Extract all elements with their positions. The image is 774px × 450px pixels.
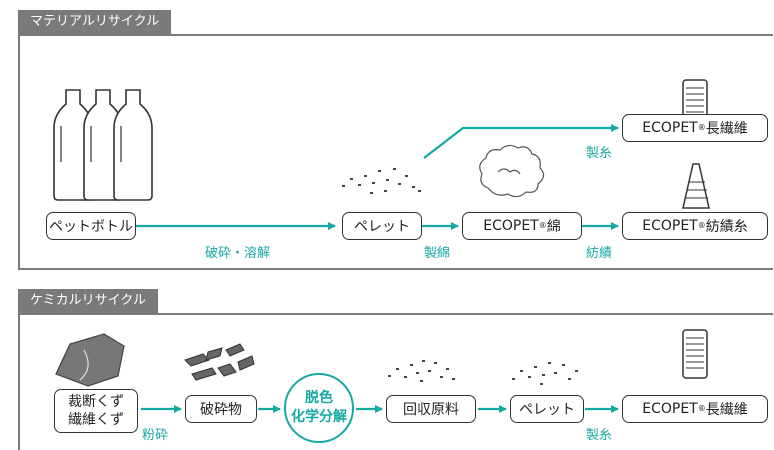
ecopet-spun-yarn-box: ECOPET®紡績糸 xyxy=(622,212,768,240)
material-recycle-title-text: マテリアルリサイクル xyxy=(30,14,160,29)
material-flow-arrows xyxy=(136,124,619,230)
chemical-section-top-rule xyxy=(18,313,773,315)
ecopet-spun-yarn-prefix: ECOPET xyxy=(642,218,698,234)
scraps-line1: 裁断くず xyxy=(68,394,124,410)
raw-material-particles-icon xyxy=(388,360,455,382)
chemical-pellet-box: ペレット xyxy=(510,395,584,423)
chemical-ecopet-suffix: 長繊維 xyxy=(705,402,748,418)
ecopet-long-fiber-prefix: ECOPET xyxy=(642,120,698,136)
crushed-box: 破砕物 xyxy=(185,395,257,423)
pellet-box: ペレット xyxy=(342,212,422,240)
crushed-label: 破砕物 xyxy=(200,402,242,418)
chemical-pellets-icon xyxy=(512,362,578,385)
chemical-recycle-title-text: ケミカルリサイクル xyxy=(30,293,146,308)
yarn-making-label: 製糸 xyxy=(586,146,613,161)
chemical-pellet-label: ペレット xyxy=(519,402,575,418)
ecopet-spun-yarn-suffix: 紡績糸 xyxy=(705,219,748,235)
chemical-section-left-rule xyxy=(18,313,20,450)
spool-spun-yarn-icon xyxy=(682,163,710,209)
pet-bottle-label: ペットボトル xyxy=(49,219,133,235)
material-section-top-rule xyxy=(18,34,773,36)
ecopet-long-fiber-box: ECOPET®長繊維 xyxy=(622,114,768,142)
ecopet-long-fiber-suffix: 長繊維 xyxy=(705,121,748,137)
material-section-left-rule xyxy=(18,34,20,270)
chemical-ecopet-long-fiber-box: ECOPET®長繊維 xyxy=(622,395,768,423)
chemical-yarn-making-label: 製糸 xyxy=(586,428,613,443)
pellets-icon xyxy=(342,168,421,194)
pet-bottles-icon xyxy=(53,89,153,201)
ecopet-cotton-box: ECOPET®綿 xyxy=(462,212,582,240)
scraps-line2: 繊維くず xyxy=(68,412,124,428)
material-section-bottom-rule xyxy=(18,268,773,270)
ecopet-cotton-prefix: ECOPET xyxy=(483,218,539,234)
crush-melt-label: 破砕・溶解 xyxy=(205,246,271,261)
chemical-ecopet-prefix: ECOPET xyxy=(642,401,698,417)
chemical-recycle-title: ケミカルリサイクル xyxy=(18,289,158,313)
spool-chemical-long-fiber-icon xyxy=(682,329,708,379)
scraps-box: 裁断くず 繊維くず xyxy=(54,389,138,433)
pellet-label: ペレット xyxy=(354,219,410,235)
decolor-decompose-circle: 脱色 化学分解 xyxy=(284,373,354,443)
fabric-scraps-icon xyxy=(55,333,125,387)
cotton-making-label: 製綿 xyxy=(424,246,451,261)
spinning-label: 紡績 xyxy=(586,246,613,261)
ecopet-cotton-suffix: 綿 xyxy=(546,219,561,235)
pulverize-label: 粉砕 xyxy=(142,428,169,443)
raw-material-box: 回収原料 xyxy=(386,395,476,423)
pet-bottle-box: ペットボトル xyxy=(46,212,136,240)
decolor-line1: 脱色 xyxy=(305,390,333,406)
decolor-line2: 化学分解 xyxy=(291,409,347,425)
raw-material-label: 回収原料 xyxy=(403,402,459,418)
material-recycle-title: マテリアルリサイクル xyxy=(18,10,172,34)
crushed-pieces-icon xyxy=(184,343,255,381)
cotton-icon xyxy=(479,144,545,198)
